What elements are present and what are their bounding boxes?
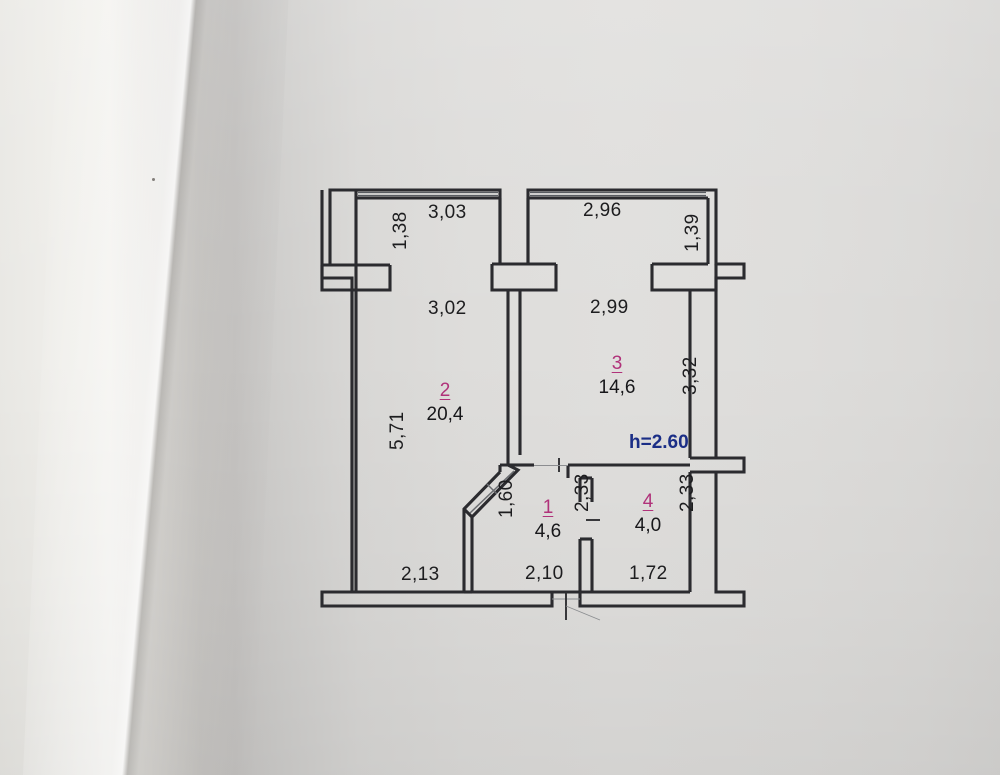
room-number-2: 2 xyxy=(439,380,451,401)
room-number-4: 4 xyxy=(642,491,654,512)
dim-top-right-vertical: 1,39 xyxy=(682,213,703,252)
dim-right-vertical-upper: 3,32 xyxy=(680,356,701,395)
room-number-3: 3 xyxy=(611,353,623,374)
ceiling-height-note: h=2.60 xyxy=(629,432,689,453)
room-label-1: 1 4,6 xyxy=(508,496,588,544)
dim-bottom-left-horizontal: 2,13 xyxy=(401,564,440,585)
paper-speck xyxy=(152,178,155,181)
room-label-2: 2 20,4 xyxy=(400,379,490,427)
room-area-1: 4,6 xyxy=(534,520,562,542)
dim-top-left-horizontal: 3,03 xyxy=(428,202,467,223)
dim-top-left-vertical: 1,38 xyxy=(390,211,411,250)
dim-bottom-right-horizontal: 1,72 xyxy=(629,563,668,584)
room-number-1: 1 xyxy=(542,497,554,518)
room-label-4: 4 4,0 xyxy=(608,490,688,538)
room-area-2: 20,4 xyxy=(426,403,464,425)
room-area-4: 4,0 xyxy=(634,514,662,536)
dim-top-right-horizontal: 2,96 xyxy=(583,200,622,221)
dim-bottom-mid-horizontal: 2,10 xyxy=(525,563,564,584)
dim-mid-left-horizontal: 3,02 xyxy=(428,298,467,319)
dim-mid-right-horizontal: 2,99 xyxy=(590,297,629,318)
room-label-3: 3 14,6 xyxy=(572,352,662,400)
room-area-3: 14,6 xyxy=(598,376,636,398)
